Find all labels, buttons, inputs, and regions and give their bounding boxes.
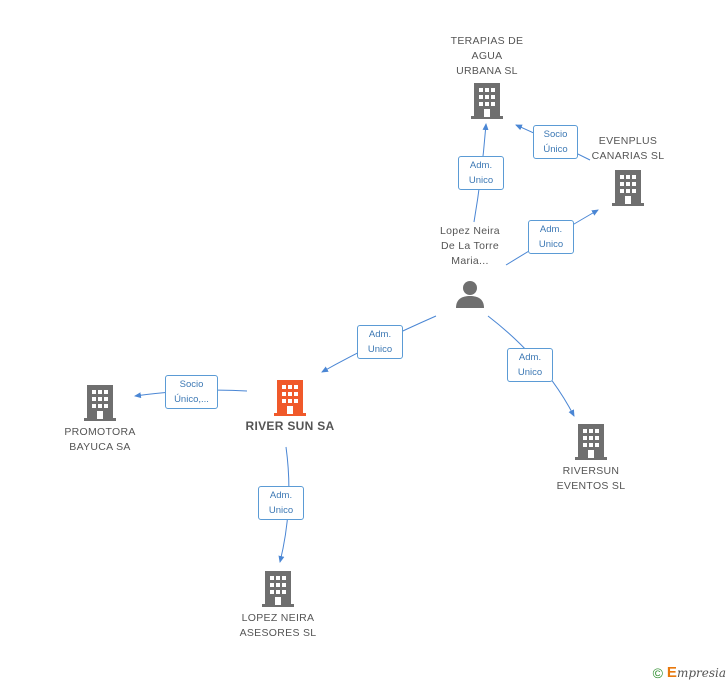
edge-label-line: Socio: [179, 379, 204, 390]
company-node-river-sun[interactable]: RIVER SUN SA: [238, 380, 342, 434]
company-name-line: RIVER SUN SA: [245, 419, 335, 433]
company-name: PROMOTORA BAYUCA SA: [50, 425, 150, 455]
company-name-line: BAYUCA SA: [69, 441, 131, 453]
company-name: EVENPLUS CANARIAS SL: [578, 134, 678, 164]
edge-label-line: Adm.: [539, 224, 563, 235]
copyright-icon: ©: [652, 664, 663, 681]
edge-label-river-promotora: Socio Único,...: [165, 375, 218, 409]
edge-label-line: Adm.: [269, 490, 293, 501]
company-node-promotora[interactable]: PROMOTORA BAYUCA SA: [50, 385, 150, 455]
company-name: TERAPIAS DE AGUA URBANA SL: [437, 34, 537, 79]
building-icon: [471, 83, 503, 119]
company-name-line: LOPEZ NEIRA: [241, 612, 315, 624]
edge-label-line: Único: [543, 144, 568, 155]
building-icon: [274, 380, 306, 416]
edge-label-line: Adm.: [368, 329, 392, 340]
edge-label-river-asesores: Adm. Unico: [258, 486, 304, 520]
company-name-line: URBANA SL: [456, 65, 518, 77]
company-name-line: EVENTOS SL: [556, 480, 626, 492]
edge-label-line: Adm.: [518, 352, 542, 363]
edge-label-evenplus-terapias: Socio Único: [533, 125, 578, 159]
company-name-line: EVENPLUS: [598, 135, 658, 147]
person-name-line: Maria...: [451, 255, 489, 267]
building-icon: [575, 424, 607, 460]
person-name-line: De La Torre: [441, 240, 499, 252]
person-icon: [456, 281, 484, 308]
brand-logo-text: mpresia: [676, 665, 726, 680]
edge-label-line: Único,...: [174, 394, 209, 405]
company-name-line: TERAPIAS DE: [450, 35, 524, 47]
edge-label-person-terapias: Adm. Unico: [458, 156, 504, 190]
company-node-evenplus[interactable]: EVENPLUS CANARIAS SL: [578, 134, 678, 206]
company-name-line: PROMOTORA: [64, 426, 136, 438]
person-node-lopez-neira[interactable]: Lopez Neira De La Torre Maria...: [420, 224, 520, 309]
building-icon: [84, 385, 116, 421]
edge-label-person-riversun: Adm. Unico: [507, 348, 553, 382]
company-name-line: AGUA: [471, 50, 503, 62]
edge-label-line: Unico: [367, 344, 393, 355]
edge-label-line: Socio: [543, 129, 568, 140]
company-node-lopez-neira-asesores[interactable]: LOPEZ NEIRA ASESORES SL: [228, 571, 328, 641]
edge-label-line: Unico: [538, 239, 564, 250]
company-name-line: RIVERSUN: [562, 465, 620, 477]
edge-label-line: Unico: [468, 175, 494, 186]
company-name: RIVERSUN EVENTOS SL: [541, 464, 641, 494]
edge-label-line: Adm.: [469, 160, 493, 171]
company-name: LOPEZ NEIRA ASESORES SL: [228, 611, 328, 641]
footer-brand[interactable]: © E mpresia: [653, 664, 726, 681]
brand-logo-initial: E: [666, 664, 677, 681]
person-name-line: Lopez Neira: [440, 225, 500, 237]
person-name: Lopez Neira De La Torre Maria...: [420, 224, 520, 269]
edge-label-line: Unico: [268, 505, 294, 516]
edge-label-line: Unico: [517, 367, 543, 378]
company-name-line: CANARIAS SL: [591, 150, 665, 162]
building-icon: [262, 571, 294, 607]
edge-label-person-evenplus: Adm. Unico: [528, 220, 574, 254]
company-name-line: ASESORES SL: [239, 627, 317, 639]
company-node-terapias[interactable]: TERAPIAS DE AGUA URBANA SL: [437, 34, 537, 119]
company-node-riversun-eventos[interactable]: RIVERSUN EVENTOS SL: [541, 424, 641, 494]
building-icon: [612, 170, 644, 206]
company-name: RIVER SUN SA: [238, 419, 342, 434]
edge-label-person-river: Adm. Unico: [357, 325, 403, 359]
